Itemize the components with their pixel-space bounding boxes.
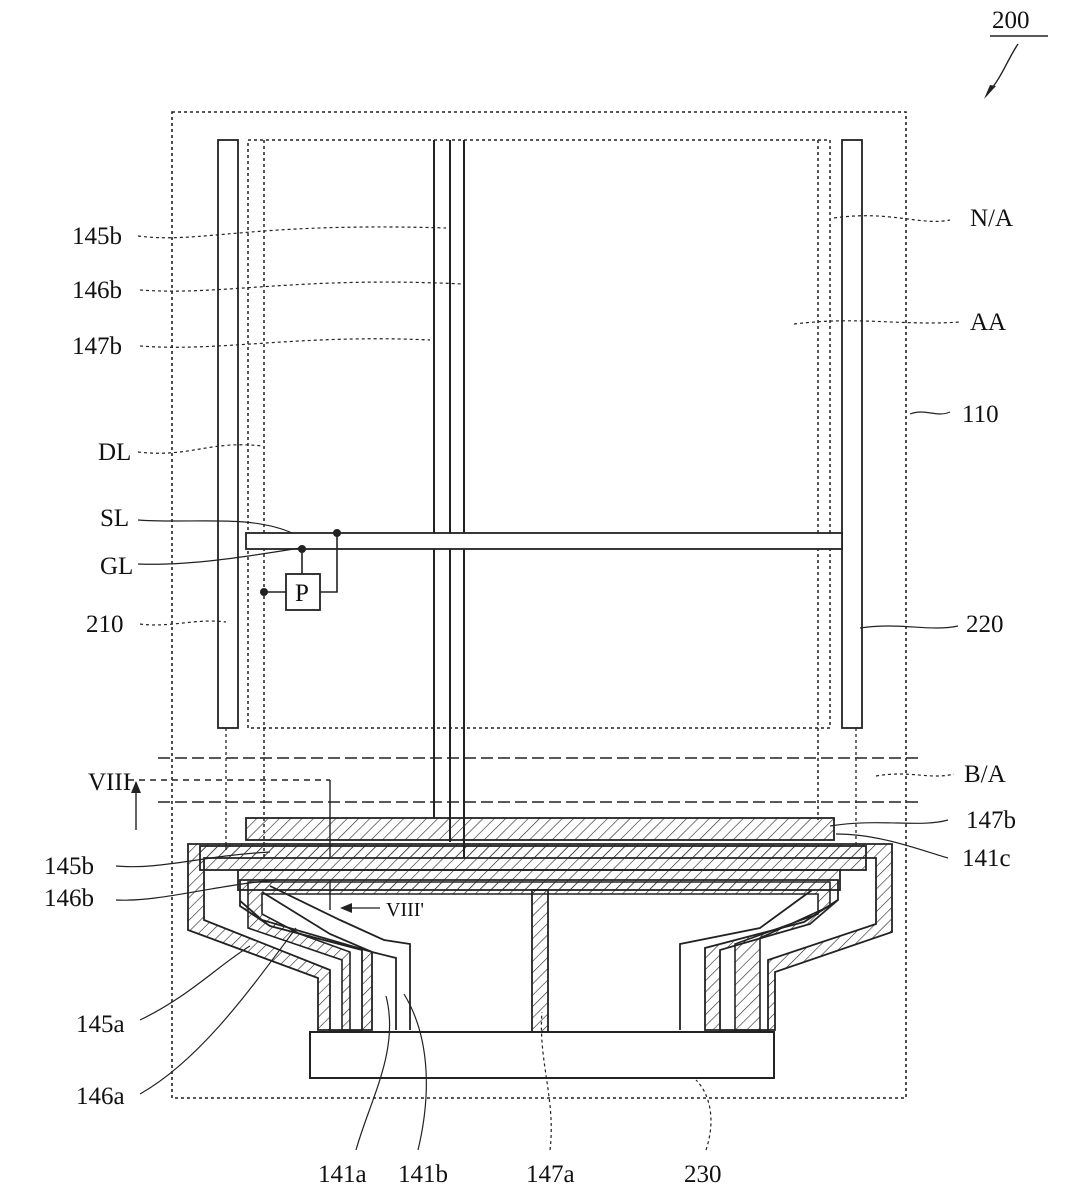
label-147b-right: 147b [966, 807, 1016, 834]
leader-210 [140, 621, 226, 625]
leader-220 [860, 626, 958, 628]
line-147a [532, 890, 548, 1032]
label-p: P [295, 580, 309, 607]
gate-driver-220 [842, 140, 862, 728]
leader-230 [696, 1080, 711, 1150]
line-146b-bar [238, 870, 840, 890]
leader-147b-right [830, 820, 948, 826]
pad-230 [310, 1032, 774, 1078]
label-na: N/A [970, 205, 1013, 232]
node-dot [333, 529, 341, 537]
label-147a: 147a [526, 1161, 575, 1188]
line-147b-bar [246, 818, 834, 840]
node-dot [260, 588, 268, 596]
label-141c: 141c [962, 845, 1011, 872]
leader-ba [876, 774, 954, 776]
ref-200-arrowhead [984, 85, 996, 99]
label-146b-bottom: 146b [44, 885, 94, 912]
leader-147b-top [140, 339, 430, 347]
leader-145b-top [138, 227, 446, 238]
label-147b-top: 147b [72, 333, 122, 360]
label-aa: AA [970, 309, 1006, 336]
label-141a: 141a [318, 1161, 367, 1188]
label-220: 220 [966, 611, 1004, 638]
leader-dl [138, 445, 262, 453]
label-sl: SL [100, 505, 129, 532]
active-area-boundary [248, 140, 830, 728]
label-145a: 145a [76, 1011, 125, 1038]
label-145b-bottom: 145b [44, 853, 94, 880]
label-141b: 141b [398, 1161, 448, 1188]
label-viii-prime: VIII' [386, 899, 424, 921]
gate-driver-210 [218, 140, 238, 728]
label-230: 230 [684, 1161, 722, 1188]
label-ba: B/A [964, 761, 1006, 788]
ref-label-200: 200 [992, 7, 1030, 34]
label-146a: 146a [76, 1083, 125, 1110]
section-arrow-prime-head [340, 903, 352, 913]
label-110: 110 [962, 401, 999, 428]
label-145b-top: 145b [72, 223, 122, 250]
label-146b-top: 146b [72, 277, 122, 304]
leader-sl [138, 520, 292, 533]
line-141c-bar [200, 846, 866, 870]
leader-146b-top [140, 282, 462, 291]
label-210: 210 [86, 611, 124, 638]
leader-110 [910, 412, 950, 414]
node-dot [298, 545, 306, 553]
label-gl: GL [100, 553, 133, 580]
leader-aa [794, 321, 960, 324]
label-dl: DL [98, 439, 131, 466]
label-viii: VIII [88, 769, 131, 796]
section-arrow-head [131, 781, 141, 793]
